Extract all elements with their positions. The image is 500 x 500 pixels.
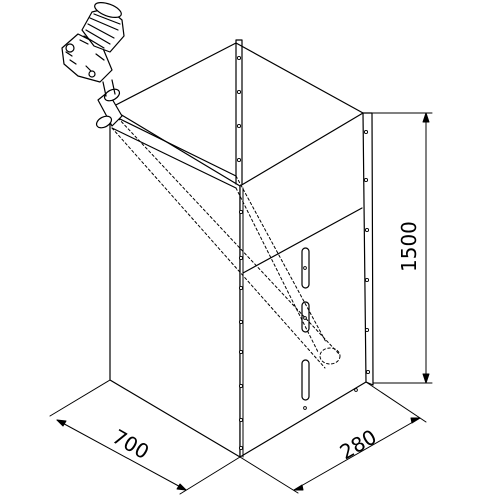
dimension-width — [49, 379, 241, 495]
hopper-front-face — [109, 107, 241, 458]
screw-conveyor — [95, 88, 341, 369]
hopper-inner-slope — [242, 207, 363, 274]
motor-gearbox — [61, 2, 125, 97]
dimension-depth — [239, 381, 427, 494]
inspection-slot-2 — [301, 301, 310, 333]
inspection-slot-3 — [301, 359, 310, 401]
hopper-side-face — [239, 112, 367, 458]
inspection-slot-1 — [301, 247, 310, 289]
flange-bolts — [236, 55, 371, 451]
dimension-height — [371, 112, 433, 384]
hopper-right-flange — [362, 112, 374, 386]
dimension-width-label: 700 — [108, 424, 153, 464]
dimension-depth-label: 280 — [336, 425, 381, 465]
conveyor-tube-visible — [111, 117, 237, 189]
hopper-corner-flange — [235, 39, 243, 185]
dimension-height-label: 1500 — [397, 221, 421, 272]
conveyor-tube-hidden — [111, 117, 341, 369]
hopper-box — [109, 39, 374, 458]
conveyor-end-hidden — [319, 347, 341, 365]
